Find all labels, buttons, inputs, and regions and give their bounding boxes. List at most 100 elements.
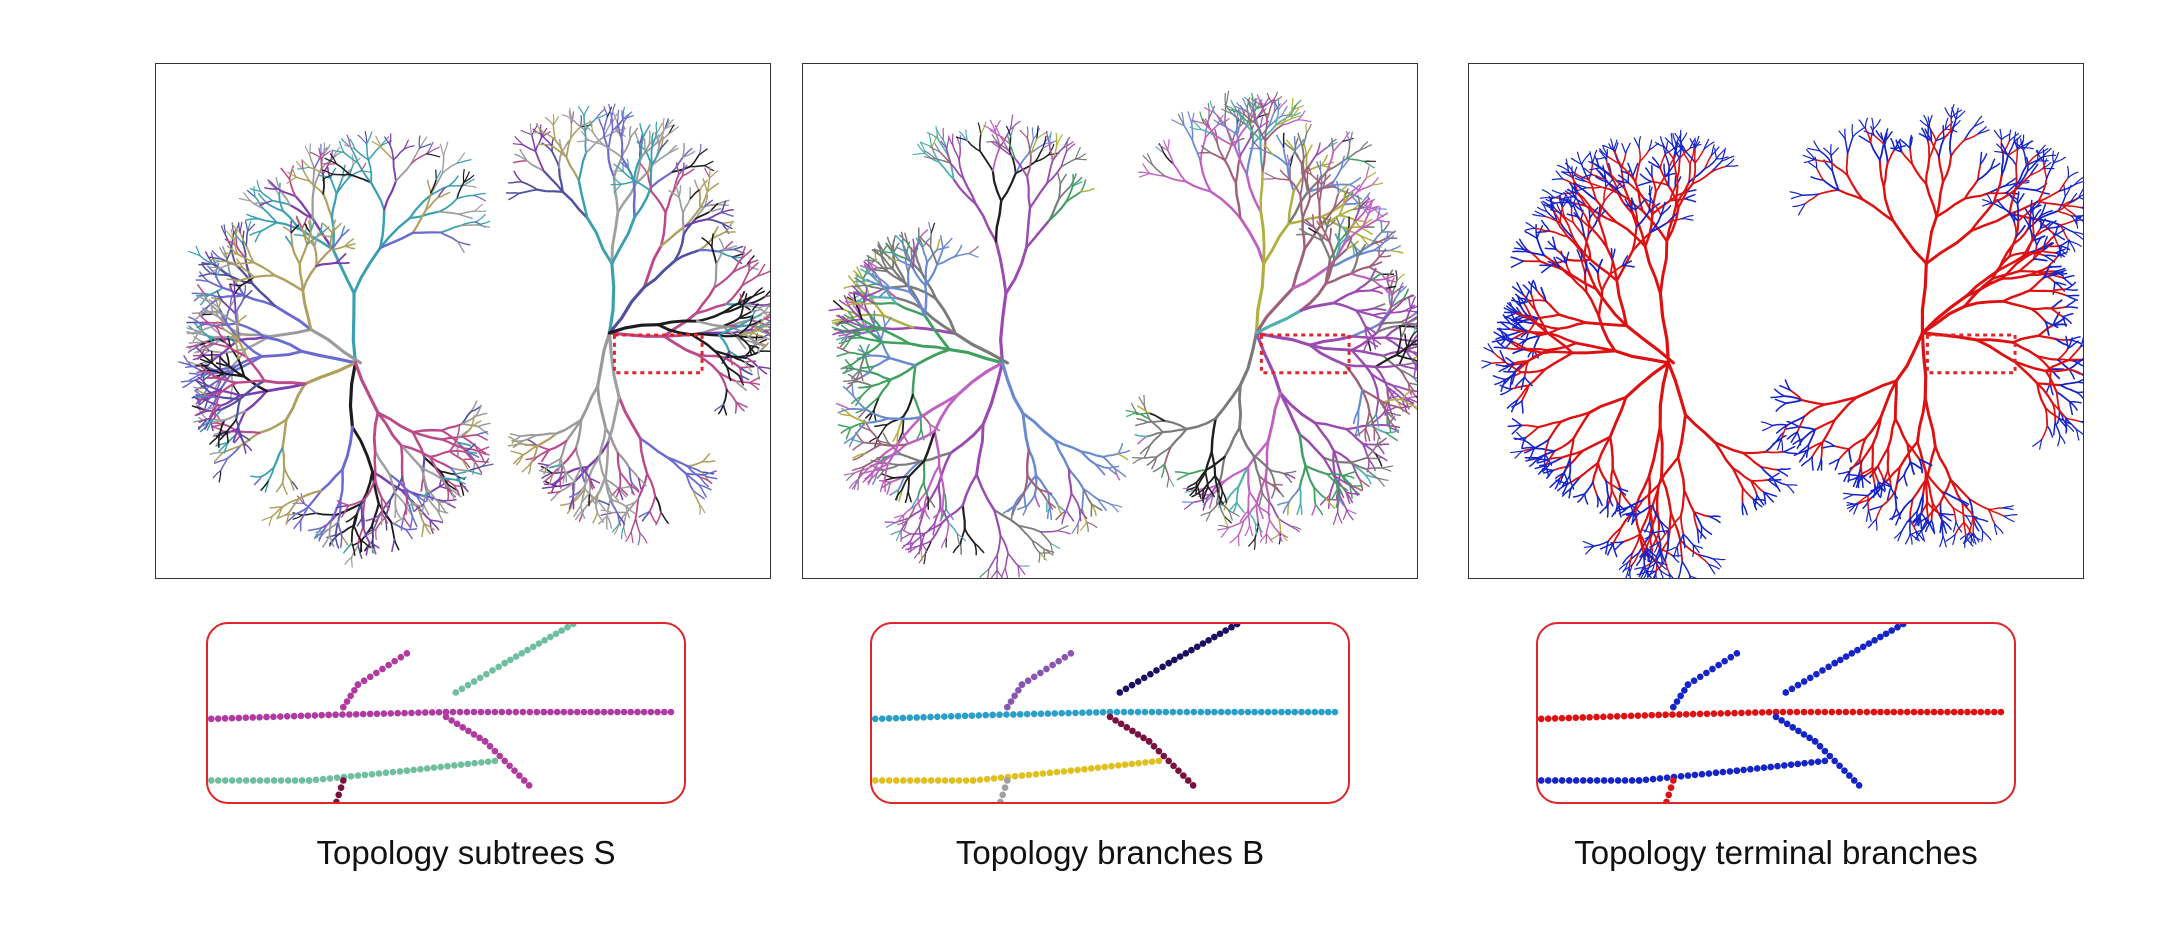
airway-segment xyxy=(1338,235,1351,246)
airway-segment xyxy=(1598,150,1608,161)
airway-segment xyxy=(277,511,290,519)
airway-segment xyxy=(629,127,639,140)
airway-segment xyxy=(917,496,922,511)
airway-segment xyxy=(876,266,894,270)
airway-segment xyxy=(1863,130,1875,137)
branch-node xyxy=(1257,708,1265,716)
airway-segment xyxy=(211,350,214,364)
airway-segment xyxy=(2062,277,2073,286)
airway-segment xyxy=(1916,440,1928,474)
airway-segment xyxy=(1506,399,1519,409)
airway-segment xyxy=(597,456,607,481)
airway-segment xyxy=(199,350,210,357)
airway-segment xyxy=(1301,196,1312,220)
airway-segment xyxy=(1400,388,1412,401)
airway-segment xyxy=(1592,149,1598,164)
airway-segment xyxy=(857,465,866,480)
airway-segment xyxy=(1199,136,1207,163)
airway-segment xyxy=(1977,129,1990,135)
airway-segment xyxy=(1196,485,1202,499)
airway-segment xyxy=(689,164,706,168)
airway-segment xyxy=(1049,542,1061,550)
airway-segment xyxy=(1097,498,1108,512)
branch-node xyxy=(435,708,443,716)
airway-segment xyxy=(356,161,372,184)
airway-segment xyxy=(2065,335,2069,349)
airway-segment xyxy=(1299,194,1304,220)
airway-segment xyxy=(1276,134,1285,148)
airway-segment xyxy=(580,466,591,480)
airway-segment xyxy=(534,150,545,173)
airway-segment xyxy=(753,290,766,297)
airway-segment xyxy=(1114,468,1127,478)
branch-node xyxy=(298,777,306,784)
branch-node xyxy=(1145,738,1153,745)
airway-segment xyxy=(861,336,883,344)
airway-segment xyxy=(880,340,911,345)
airway-segment xyxy=(869,429,883,446)
airway-segment xyxy=(320,150,331,160)
airway-segment xyxy=(1886,447,1890,472)
airway-segment xyxy=(851,382,855,397)
airway-segment xyxy=(920,236,932,248)
branch-node xyxy=(941,777,949,784)
airway-segment xyxy=(1314,503,1324,516)
airway-segment xyxy=(1752,498,1766,501)
airway-segment xyxy=(888,257,901,262)
branch-node xyxy=(491,757,499,765)
airway-segment xyxy=(1382,401,1390,421)
airway-segment xyxy=(232,263,244,269)
airway-segment xyxy=(1353,279,1372,294)
airway-segment xyxy=(681,211,685,236)
airway-segment xyxy=(536,188,564,193)
airway-segment xyxy=(404,528,413,540)
airway-segment xyxy=(751,331,764,337)
airway-segment xyxy=(1320,164,1333,170)
airway-segment xyxy=(453,476,467,481)
branch-node xyxy=(1278,708,1285,716)
airway-segment xyxy=(893,261,907,284)
airway-segment xyxy=(1385,230,1396,240)
branch-node xyxy=(593,708,601,716)
airway-segment xyxy=(1549,209,1562,215)
airway-segment xyxy=(547,457,562,467)
airway-segment xyxy=(1666,213,1678,224)
airway-segment xyxy=(548,474,554,486)
airway-segment xyxy=(1767,472,1780,481)
airway-segment xyxy=(1347,220,1358,231)
airway-segment xyxy=(2046,425,2054,438)
branch-node xyxy=(1085,709,1093,716)
airway-segment xyxy=(1816,457,1822,471)
airway-segment xyxy=(580,121,592,128)
airway-segment xyxy=(855,303,863,321)
airway-segment xyxy=(293,518,302,530)
airway-segment xyxy=(438,197,458,213)
airway-segment xyxy=(1559,411,1591,423)
airway-segment xyxy=(675,162,680,176)
branch-node xyxy=(483,670,490,678)
airway-segment xyxy=(988,554,998,570)
airway-segment xyxy=(1220,526,1230,538)
airway-segment xyxy=(337,520,343,538)
branch-node xyxy=(620,708,628,716)
airway-segment xyxy=(647,161,651,176)
branch-node xyxy=(1030,710,1038,718)
airway-segment xyxy=(901,540,912,549)
airway-segment xyxy=(622,526,627,538)
airway-segment xyxy=(259,199,273,207)
airway-segment xyxy=(1584,259,1588,275)
branch-node xyxy=(396,768,404,775)
airway-segment xyxy=(1548,195,1555,209)
airway-segment xyxy=(1057,172,1062,185)
airway-segment xyxy=(1607,489,1613,506)
airway-segment xyxy=(751,322,759,334)
airway-segment xyxy=(1025,448,1031,477)
airway-segment xyxy=(1522,446,1536,450)
airway-segment xyxy=(2004,208,2020,223)
airway-segment xyxy=(1797,425,1816,431)
airway-segment xyxy=(1413,312,1417,315)
airway-segment xyxy=(650,144,654,166)
airway-segment xyxy=(1364,325,1369,342)
airway-segment xyxy=(956,533,967,542)
airway-segment xyxy=(933,393,960,433)
